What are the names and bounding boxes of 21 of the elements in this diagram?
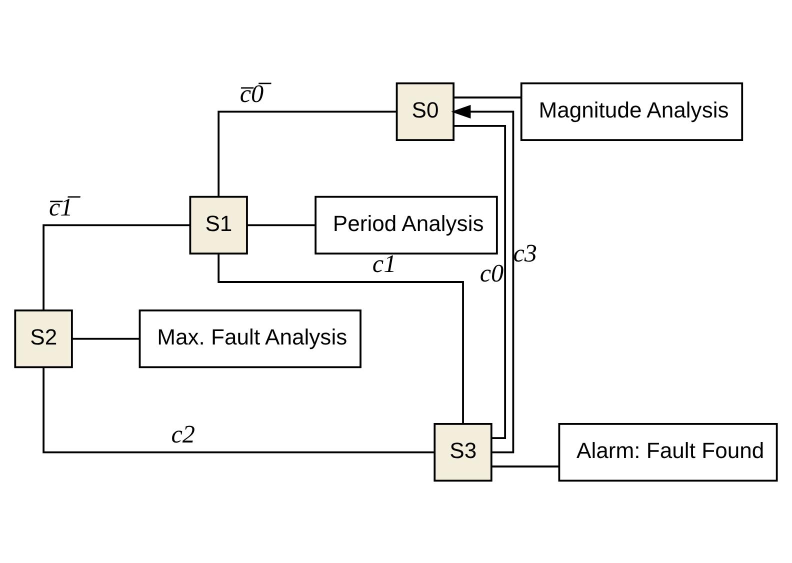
connector bbox=[454, 124, 506, 439]
connector bbox=[218, 254, 464, 423]
node-box: Period Analysis bbox=[314, 195, 498, 254]
node-box: S3 bbox=[434, 422, 492, 482]
arrow bbox=[451, 104, 514, 453]
connector bbox=[42, 366, 434, 453]
node-box: Max. Fault Analysis bbox=[138, 308, 362, 368]
edge-label: c0 bbox=[480, 260, 504, 288]
connector bbox=[454, 96, 522, 98]
node-box: S0 bbox=[396, 82, 454, 141]
node-box: S1 bbox=[189, 195, 248, 254]
connector bbox=[247, 224, 316, 226]
connector bbox=[218, 110, 396, 196]
connector bbox=[42, 224, 190, 310]
connector bbox=[72, 337, 140, 340]
connector bbox=[492, 465, 559, 467]
node-box: S2 bbox=[14, 308, 73, 368]
node-box: Magnitude Analysis bbox=[520, 82, 744, 141]
edge-label: c2 bbox=[171, 421, 196, 448]
edge-label: c3 bbox=[513, 240, 538, 267]
node-box: Alarm: Fault Found bbox=[558, 422, 778, 482]
